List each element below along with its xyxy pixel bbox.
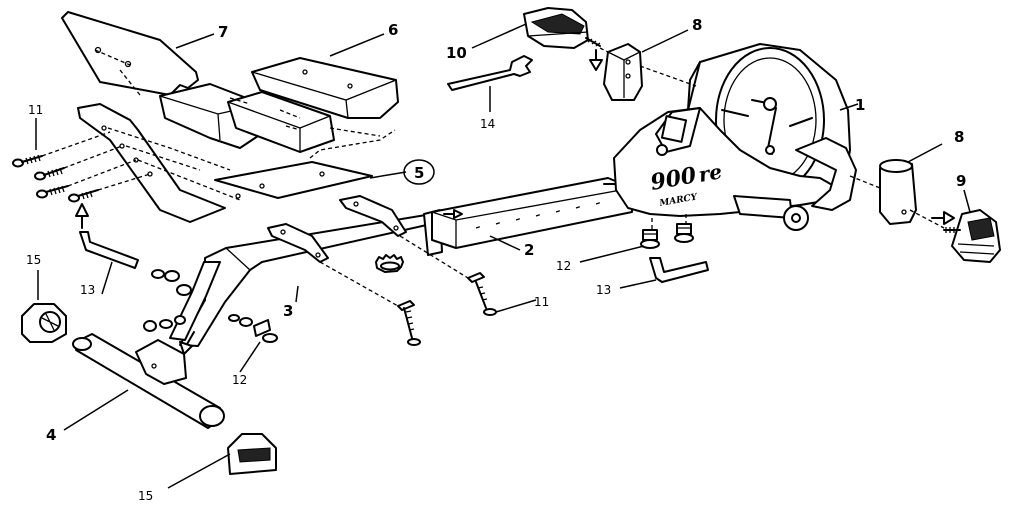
label-part-13-left: 13	[80, 283, 95, 297]
label-part-14: 14	[480, 117, 495, 131]
part-13-allen-key-left	[75, 203, 139, 269]
part-labels: 1 2 3 4 5 6 7 8 8 9 10 11 11 12 12 13 13…	[26, 16, 966, 503]
label-part-2: 2	[524, 241, 534, 259]
label-part-11-bottom: 11	[534, 295, 549, 309]
part-4-stabilizer-tube	[72, 333, 225, 429]
part-1-flywheel-housing: 900 re MARCY	[613, 43, 857, 232]
label-part-13-right: 13	[596, 283, 611, 297]
label-part-10: 10	[446, 44, 467, 62]
label-part-3: 3	[283, 302, 293, 320]
part-5-callout-circle	[403, 159, 435, 185]
part-7-backrest	[61, 11, 199, 96]
brand-suffix-text: re	[697, 159, 724, 187]
part-9-pedal-right	[909, 209, 1001, 263]
label-part-4: 4	[46, 426, 56, 444]
part-3-main-frame	[169, 195, 443, 347]
part-5-seat-plate	[214, 127, 396, 199]
part-15-end-cap-left	[21, 303, 67, 343]
label-part-11-left: 11	[28, 103, 43, 117]
label-part-6: 6	[388, 21, 398, 39]
part-8-end-cap-top	[603, 43, 697, 101]
label-part-1: 1	[855, 96, 865, 114]
label-part-5: 5	[414, 164, 424, 182]
label-part-15-left: 15	[26, 253, 41, 267]
part-12-feet-right	[640, 223, 694, 249]
label-part-12-right: 12	[556, 259, 571, 273]
left-hardware	[143, 269, 278, 355]
part-10-pedal-top	[523, 7, 613, 71]
frame-bolts	[319, 235, 497, 346]
part-13-allen-key-right	[649, 257, 709, 283]
part-14-wrench	[447, 55, 533, 91]
part-15-end-cap-bottom	[227, 433, 277, 475]
leader-lines	[35, 23, 971, 489]
label-part-12-left: 12	[232, 373, 247, 387]
label-part-15-bottom: 15	[138, 489, 153, 503]
seat-bracket-frame	[77, 103, 241, 223]
seat-blocks	[159, 83, 335, 153]
part-6-seat-cushion	[251, 57, 399, 119]
part-8-end-cap-right	[849, 159, 917, 225]
label-part-8-right: 8	[954, 128, 964, 146]
part-11-screws-left	[12, 131, 151, 203]
label-part-9: 9	[956, 172, 966, 190]
label-part-7: 7	[218, 23, 228, 41]
label-part-8-top: 8	[692, 16, 702, 34]
